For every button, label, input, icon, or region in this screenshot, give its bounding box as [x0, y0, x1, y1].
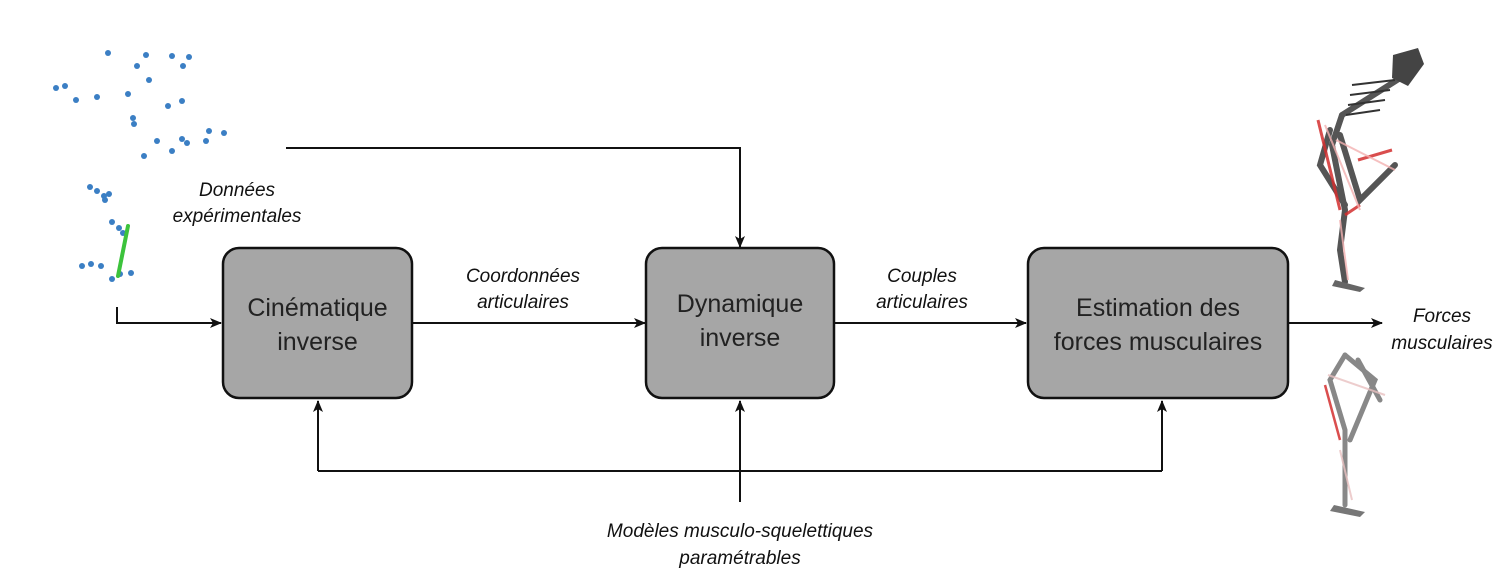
musculoskeletal-skeleton-icon — [1316, 48, 1424, 517]
box-estimation-line2: forces musculaires — [1054, 328, 1262, 356]
label-joint-torques-line1: Couples — [887, 266, 957, 287]
box-kinematics-line1: Cinématique — [247, 294, 387, 322]
connectors — [116, 147, 1383, 502]
box-kinematics-line2: inverse — [277, 328, 358, 356]
label-models-line2: paramétrables — [678, 548, 801, 569]
label-models-line1: Modèles musculo-squelettiques — [607, 521, 874, 542]
label-joint-coordinates-line1: Coordonnées — [466, 266, 581, 287]
box-dynamics-line1: Dynamique — [677, 290, 803, 318]
arrow-data-to-dynamics — [286, 147, 745, 248]
label-experimental-data-line2: expérimentales — [173, 206, 302, 227]
box-estimation-line1: Estimation des — [1076, 294, 1240, 322]
box-kinematics: Cinématique inverse — [221, 246, 414, 400]
label-joint-torques-line2: articulaires — [876, 292, 968, 313]
label-experimental-data-line1: Données — [199, 180, 276, 201]
arrow-data-to-kinematics — [116, 307, 222, 328]
label-muscle-forces-line2: musculaires — [1391, 333, 1493, 354]
label-muscle-forces-line1: Forces — [1413, 306, 1472, 327]
motion-capture-markers-icon — [53, 50, 227, 282]
label-joint-coordinates-line2: articulaires — [477, 292, 569, 313]
box-dynamics-line2: inverse — [700, 324, 781, 352]
box-dynamics: Dynamique inverse — [644, 246, 836, 400]
box-estimation: Estimation des forces musculaires — [1026, 246, 1290, 400]
